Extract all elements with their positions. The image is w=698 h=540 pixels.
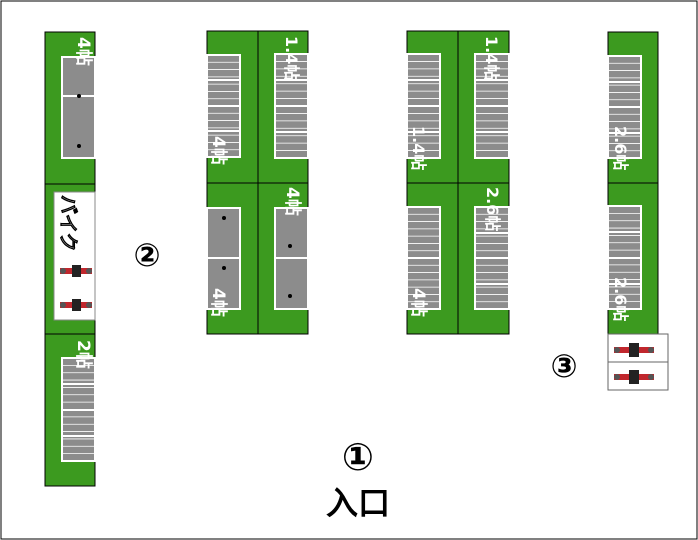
label-c-top-right: 1.4帖	[482, 36, 501, 80]
area-3-marker: ③	[550, 347, 577, 385]
slot-a-top	[61, 56, 96, 159]
label-b-bot-left: 4帖	[208, 288, 229, 317]
motorcycle-icon	[60, 299, 92, 311]
label-a-mid: バイク	[57, 195, 79, 252]
label-d-bot: 2.6帖	[611, 277, 630, 321]
label-b-top-right: 1.4帖	[282, 36, 301, 80]
label-b-bot-right: 4帖	[282, 187, 303, 216]
column-d: 2.6帖 2.6帖	[607, 31, 669, 391]
motorcycle-icon	[614, 370, 654, 384]
peg	[77, 144, 81, 148]
label-a-top: 4帖	[73, 37, 94, 66]
entrance-number: ①	[342, 435, 374, 479]
motorcycle-icon	[614, 343, 654, 357]
column-c: 1.4帖 1.4帖 4帖 2.6帖	[406, 30, 510, 335]
column-a: 4帖 バイク 2帖	[44, 31, 96, 487]
area-2-marker: ②	[133, 236, 160, 274]
entrance-label[interactable]: 入口	[326, 484, 390, 522]
peg	[288, 294, 292, 298]
label-d-top: 2.6帖	[611, 126, 630, 170]
peg	[222, 216, 226, 220]
label-a-bot: 2帖	[73, 340, 94, 369]
peg	[77, 94, 81, 98]
label-c-bot-right: 2.6帖	[483, 187, 502, 231]
label-c-top-left: 1.4帖	[409, 126, 428, 170]
label-b-top-left: 4帖	[208, 136, 229, 165]
label-c-bot-left: 4帖	[408, 288, 429, 317]
peg	[288, 244, 292, 248]
motorcycle-icon	[60, 265, 92, 277]
peg	[222, 266, 226, 270]
column-b: 4帖 1.4帖 4帖 4帖	[206, 30, 309, 335]
bike-area	[53, 191, 96, 321]
